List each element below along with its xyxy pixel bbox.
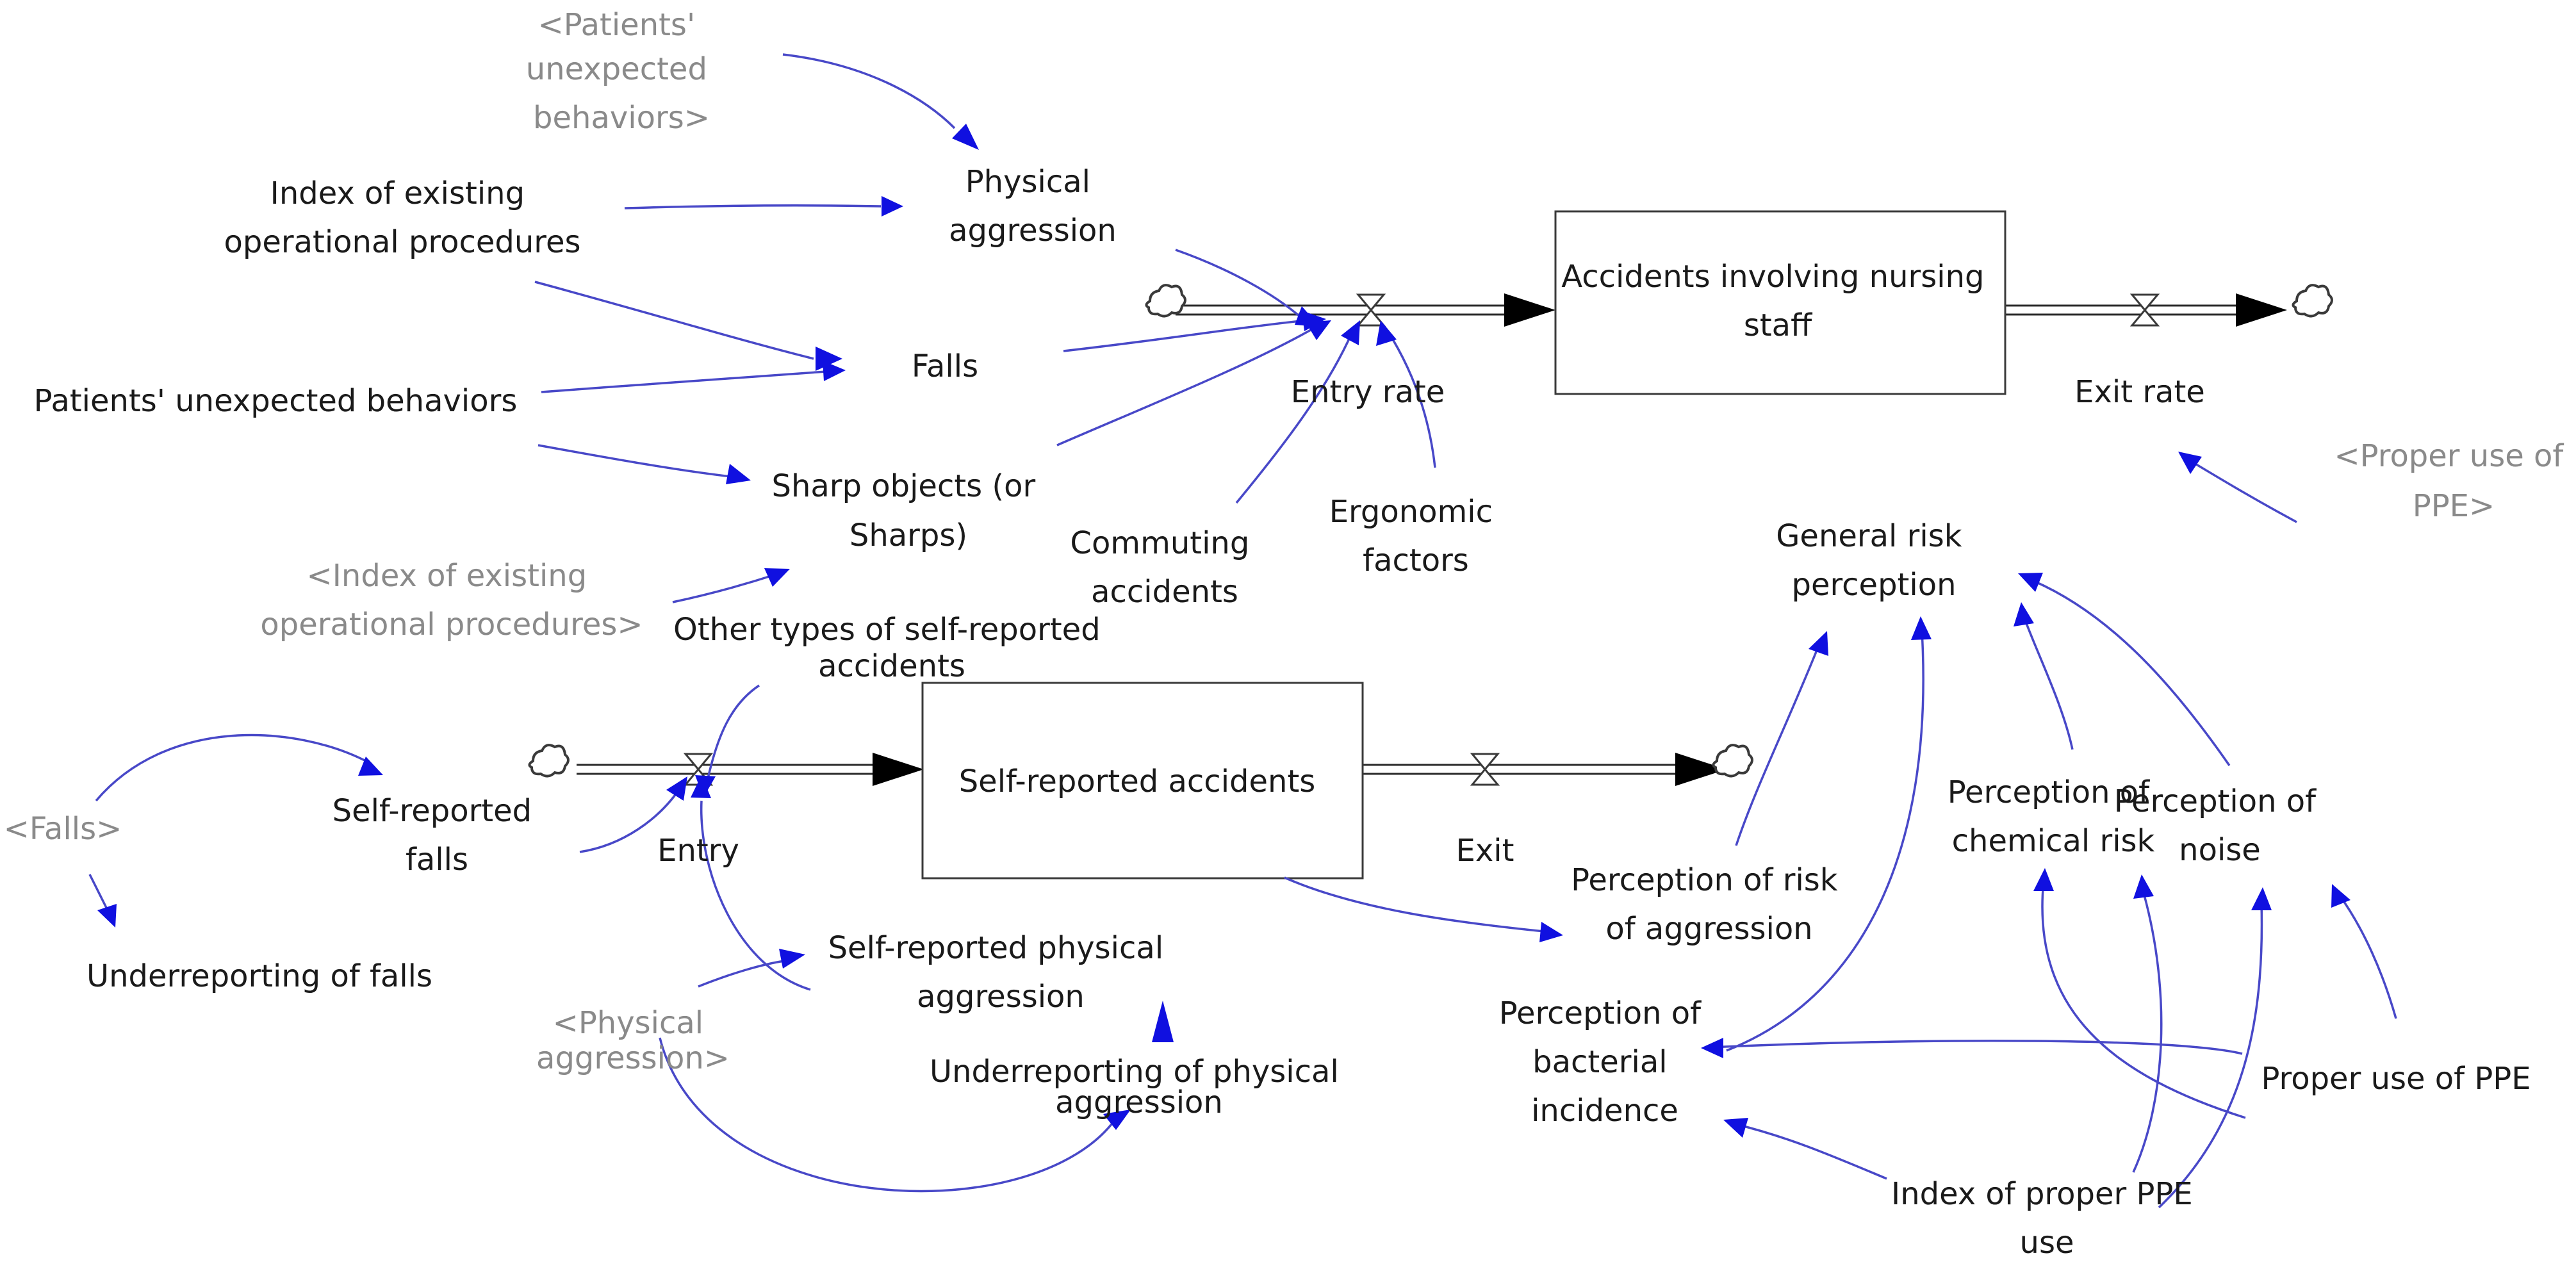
- variable-commuting-accidents[interactable]: Commuting accidents: [1070, 525, 1259, 610]
- variable-index-existing-procedures[interactable]: Index of existing operational procedures: [224, 176, 580, 260]
- flow-arrowhead: [1504, 293, 1555, 327]
- stock-accidents-nursing-label: Accidents involving nursing staff: [1561, 259, 1994, 343]
- variable-perception-bacterial-incidence[interactable]: Perception of bacterial incidence: [1499, 995, 1711, 1129]
- stock-self-reported-accidents-label: Self-reported accidents: [959, 764, 1316, 799]
- shadow-variable-proper-use-ppe[interactable]: <Proper use of PPE>: [2334, 438, 2573, 524]
- variable-sharp-objects[interactable]: Sharp objects (or Sharps): [771, 468, 1045, 553]
- variable-perception-noise[interactable]: Perception of noise: [2114, 783, 2326, 868]
- stock-self-reported-accidents-box[interactable]: [921, 682, 1364, 880]
- variable-physical-aggression[interactable]: Physical aggression: [949, 164, 1117, 249]
- shadow-variable-falls[interactable]: <Falls>: [4, 811, 122, 847]
- flow-pipes: [577, 304, 2252, 775]
- causal-links: [88, 53, 2397, 1209]
- flow-arrowhead: [2236, 293, 2287, 327]
- variable-patients-unexpected-behaviors[interactable]: Patients' unexpected behaviors: [34, 383, 518, 419]
- flow-entry-label: Entry: [657, 833, 739, 869]
- valve-icon[interactable]: [1470, 753, 1500, 786]
- variable-self-reported-falls[interactable]: Self-reported falls: [332, 793, 542, 878]
- variable-falls[interactable]: Falls: [912, 348, 978, 384]
- flow-arrowhead: [873, 753, 924, 786]
- shadow-variable-physical-aggression[interactable]: <Physical aggression>: [536, 1005, 730, 1076]
- source-cloud-icon: [528, 744, 570, 778]
- sink-cloud-icon: [2292, 284, 2333, 318]
- variable-underreporting-physical-aggression[interactable]: Underreporting of physical aggression: [930, 1054, 1349, 1120]
- variable-perception-chemical-risk[interactable]: Perception of chemical risk: [1948, 774, 2160, 859]
- variable-proper-use-ppe[interactable]: Proper use of PPE: [2261, 1061, 2531, 1097]
- shadow-variable-patients-unexpected-behaviors[interactable]: <Patients' unexpected behaviors>: [526, 7, 717, 136]
- variable-underreporting-falls[interactable]: Underreporting of falls: [86, 958, 432, 994]
- variable-general-risk-perception[interactable]: General risk perception: [1776, 518, 1972, 603]
- variable-other-self-reported-accidents[interactable]: Other types of self-reported accidents: [673, 612, 1110, 684]
- variable-self-reported-physical-aggression[interactable]: Self-reported physical aggression: [828, 930, 1174, 1015]
- variable-ergonomic-factors[interactable]: Ergonomic factors: [1329, 494, 1503, 578]
- flow-entry-rate-label: Entry rate: [1291, 374, 1445, 410]
- variable-perception-risk-aggression[interactable]: Perception of risk of aggression: [1571, 862, 1848, 947]
- link-arrowheads: [97, 124, 2350, 1138]
- shadow-variable-index-existing-procedures[interactable]: <Index of existing operational procedure…: [260, 558, 643, 643]
- flow-arrowhead: [1675, 753, 1727, 786]
- flow-exit-label: Exit: [1456, 833, 1514, 869]
- valve-icon[interactable]: [2129, 293, 2160, 327]
- variable-index-proper-ppe-use[interactable]: Index of proper PPE use: [1891, 1176, 2203, 1261]
- source-cloud-icon: [1145, 284, 1186, 318]
- valve-icon[interactable]: [1356, 293, 1386, 327]
- stock-accidents-nursing-box[interactable]: [1554, 210, 2006, 395]
- flow-exit-rate-label: Exit rate: [2074, 374, 2205, 410]
- sink-cloud-icon: [1712, 744, 1753, 778]
